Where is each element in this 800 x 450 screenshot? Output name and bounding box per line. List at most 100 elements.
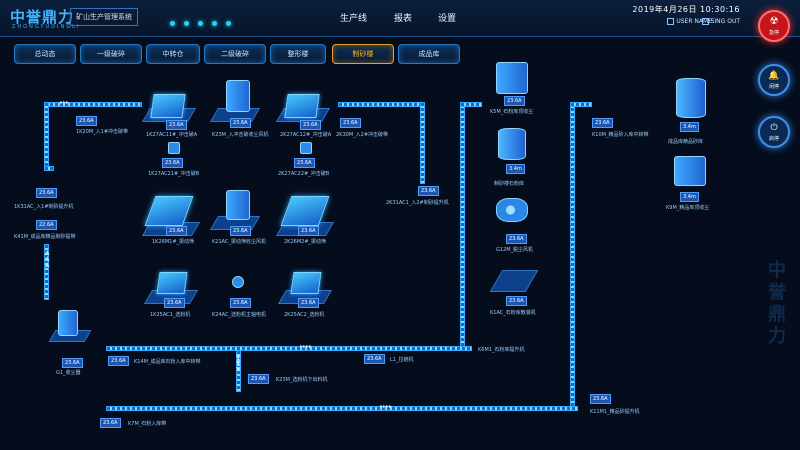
radiation-icon: ☢ [769, 16, 779, 27]
emergency-stop-label: 急停 [768, 30, 779, 36]
value-k41m: 22.6A [36, 220, 57, 230]
flow-arrow-icon: ▸▸▸ [60, 99, 70, 106]
impact-crusher-2k27ac12[interactable] [284, 94, 320, 118]
header-bar [0, 0, 800, 37]
finished-sand-silo[interactable] [676, 78, 706, 118]
dedusting-fan-g12m[interactable] [496, 198, 528, 222]
value-1k20m: 23.6A [76, 116, 97, 126]
value-2k30m: 23.6A [340, 118, 361, 128]
label-g12m: G12M_脱尘风机 [496, 247, 534, 253]
label-k7m: K7M_石粉入库带 [128, 421, 167, 427]
start-stop-button[interactable]: ⏻ 启停 [758, 116, 790, 148]
indicator-dot [226, 21, 231, 26]
silence-button[interactable]: 🔔 闲停 [758, 64, 790, 96]
dust-fan-k23m[interactable] [226, 80, 250, 112]
stone-powder-silo[interactable] [498, 128, 526, 160]
user-icon [667, 18, 675, 25]
label-k21ac: K21AC_振动筛收尘风机 [212, 239, 266, 245]
sign-out-label: SING OUT [710, 18, 740, 25]
flow-arrow-icon: ▲▲▲ [45, 249, 50, 268]
power-icon: ⏻ [770, 123, 778, 133]
value-k11m1: 23.6A [590, 394, 611, 404]
user-name[interactable]: USER NAME [667, 18, 712, 25]
label-k23m-bottom: K23M_选粉机下出料机 [276, 377, 328, 383]
tab-shaping-building[interactable]: 整形楼 [270, 44, 326, 64]
tab-transfer-bin[interactable]: 中转仓 [146, 44, 200, 64]
conveyor-left-upper [44, 102, 49, 168]
indicator-dot [198, 21, 203, 26]
value-2k26m2: 23.6A [298, 226, 319, 236]
value-k24ac: 23.6A [230, 298, 251, 308]
nav-reports[interactable]: 报表 [394, 14, 413, 24]
conveyor-k7m [106, 406, 578, 411]
label-1k27ac11: 1K27AC11#_冲击破A [146, 132, 198, 138]
value-k14m: 23.6A [108, 356, 129, 366]
conveyor-2k30m [338, 102, 422, 107]
tab-overview[interactable]: 总动态 [14, 44, 76, 64]
label-k9m: K9M_精品库顶收尘 [666, 205, 710, 211]
silence-label: 闲停 [768, 84, 779, 90]
value-2k31ac1: 23.6A [418, 186, 439, 196]
impact-crusher-2k27ac22[interactable] [300, 142, 312, 154]
value-k10m: 23.6A [592, 118, 613, 128]
current-datetime: 2019年4月26日 10:30:16 [632, 5, 740, 14]
watermark: 中誉鼎力 [765, 260, 786, 348]
system-title: 矿山生产管理系统 [70, 8, 138, 26]
impact-crusher-1k27ac11[interactable] [150, 94, 186, 118]
value-2k25ac2: 23.6A [298, 298, 319, 308]
dust-collector-k5m[interactable] [496, 62, 528, 94]
value-k1ac: 23.6A [506, 296, 527, 306]
label-2k30m: 2K30M_入2#冲击破带 [336, 132, 389, 138]
emergency-stop-button[interactable]: ☢ 急停 [758, 10, 790, 42]
user-name-label: USER NAME [676, 18, 712, 25]
value-1k27ac11: 23.6A [166, 120, 187, 130]
label-2k25ac2: 2K25AC2_选粉机 [284, 312, 325, 318]
value-k5m: 23.6A [504, 96, 525, 106]
conveyor-k5m-top [460, 102, 482, 107]
flow-arrow-icon: ▸▸▸▸ [300, 343, 313, 350]
conveyor-k41m [44, 244, 49, 300]
classifier-motor-k24ac[interactable] [232, 276, 244, 288]
value-2k27ac22: 23.6A [294, 158, 315, 168]
tab-primary-crushing[interactable]: 一级破碎 [80, 44, 142, 64]
label-k1ac: K1AC_石粉库散装机 [490, 310, 536, 316]
label-k23m: K23M_入冲击破收尘风机 [212, 132, 269, 138]
indicator-dot [212, 21, 217, 26]
label-k24ac: K24AC_选粉机主轴电机 [212, 312, 266, 318]
label-1k27ac21: 1K27AC21#_冲击破B [148, 171, 200, 177]
value-k21ac: 23.6A [230, 226, 251, 236]
value-l1: 23.6A [364, 354, 385, 364]
conveyor-left-stub [44, 166, 54, 171]
dust-fan-k21ac[interactable] [226, 190, 250, 220]
impact-crusher-1k27ac21[interactable] [168, 142, 180, 154]
value-g12m: 23.6A [506, 234, 527, 244]
nav-production-line[interactable]: 生产线 [340, 14, 368, 24]
value-k23m-bottom: 23.6A [248, 374, 269, 384]
conveyor-1k20m [44, 102, 142, 107]
value-1k25ac1: 23.6A [164, 298, 185, 308]
conveyor-k14m [106, 346, 472, 351]
tab-sand-making-building[interactable]: 制砂楼 [332, 44, 394, 64]
label-1k31ac: 1K31AC_入1#制砂提升机 [14, 204, 74, 210]
label-l1: L1_拉链机 [390, 357, 414, 363]
label-1k26m1: 1K26M1#_振动筛 [152, 239, 195, 245]
sign-out-link[interactable]: SING OUT [701, 18, 740, 25]
label-2k31ac1: 2K31AC1_入2#制砂提升机 [386, 200, 449, 206]
label-2k26m2: 2K26M2#_振动筛 [284, 239, 327, 245]
nav-settings[interactable]: 设置 [438, 14, 457, 24]
label-silo-finished: 成品库精品砂库 [668, 139, 704, 145]
company-logo: 中誉鼎力 [10, 8, 75, 26]
classifier-2k25ac2[interactable] [290, 272, 322, 294]
conveyor-mid-drop [420, 102, 425, 184]
company-logo-subtitle: ZHONGYUDINGLI [12, 24, 81, 30]
tab-secondary-crushing[interactable]: 二级破碎 [204, 44, 266, 64]
g1-dust-collector[interactable] [58, 310, 78, 336]
dust-collector-k9m[interactable] [674, 156, 706, 186]
tab-finished-product-warehouse[interactable]: 成品库 [398, 44, 460, 64]
value-1k27ac21: 23.6A [162, 158, 183, 168]
bulk-loader-k1ac[interactable] [489, 270, 539, 292]
value-silo-sand: 3.4m [506, 164, 525, 174]
label-2k27ac12: 2K27AC12#_冲击破A [280, 132, 332, 138]
classifier-1k25ac1[interactable] [156, 272, 188, 294]
label-g1: G1_收尘器 [56, 370, 81, 376]
